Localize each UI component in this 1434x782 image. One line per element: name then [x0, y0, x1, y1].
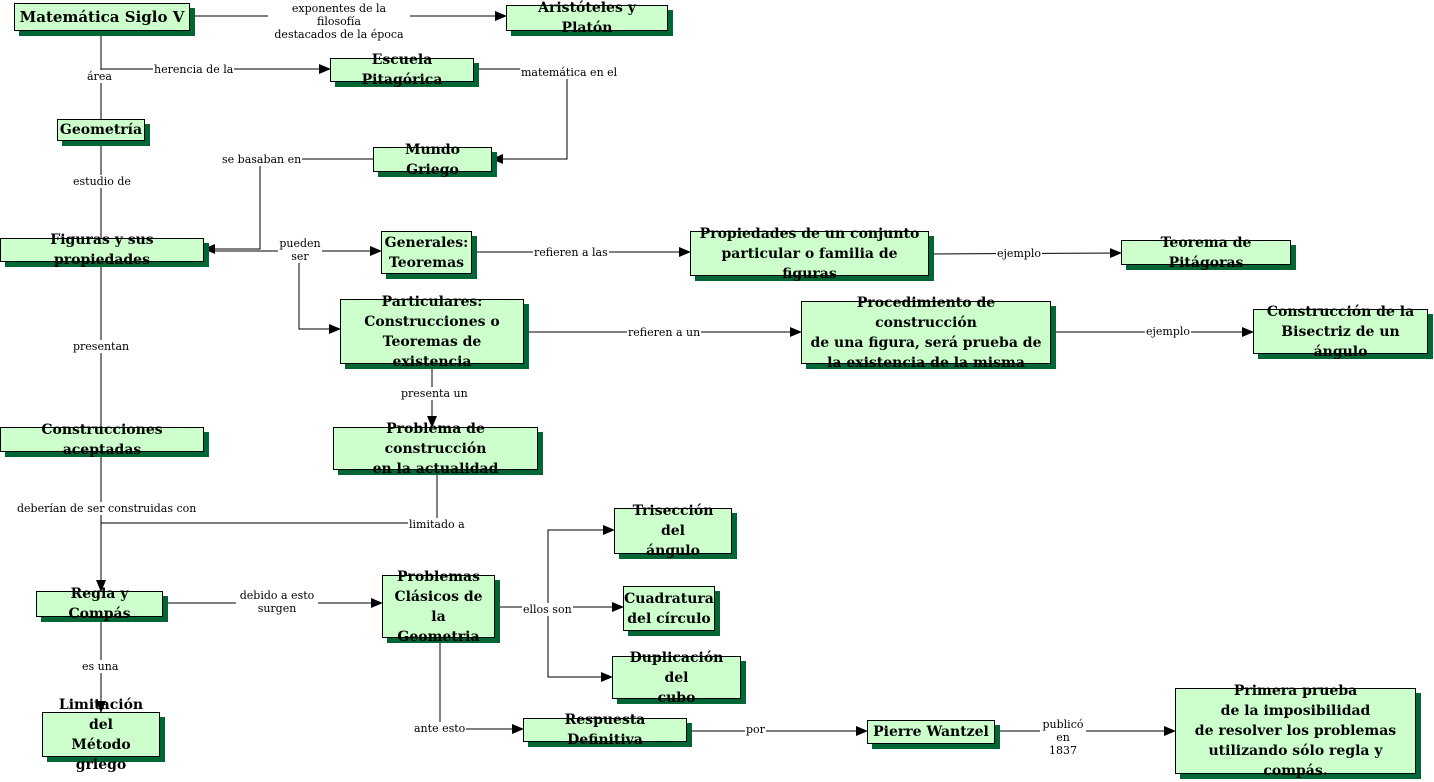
connector-matematica-en-el — [474, 68, 568, 164]
link-label-estudio-de: estudio de — [72, 175, 132, 188]
node-primera-prueba[interactable]: Primera prueba de la imposibilidad de re… — [1175, 683, 1416, 779]
link-label-se-basaban-en: se basaban en — [221, 153, 303, 166]
link-label-area: área — [86, 70, 113, 83]
link-label-herencia: herencia de la — [153, 63, 235, 76]
node-limitacion[interactable]: Limitación del Método griego — [42, 697, 160, 773]
node-construcciones-aceptadas[interactable]: Construcciones aceptadas — [0, 422, 204, 458]
node-problema-construccion[interactable]: Problema de construcción en la actualida… — [333, 421, 538, 477]
connector-se-basaban-en — [203, 158, 373, 254]
link-label-exponentes: exponentes de la filosofía destacados de… — [268, 2, 410, 41]
node-triseccion[interactable]: Trisección del ángulo — [614, 503, 732, 559]
link-label-ellos-son: ellos son — [522, 603, 573, 616]
node-respuesta-definitiva[interactable]: Respuesta Definitiva — [523, 712, 687, 748]
node-duplicacion[interactable]: Duplicación del cubo — [612, 650, 741, 706]
connector-pueden-ser-2 — [298, 262, 341, 334]
link-label-deberian: deberían de ser construidas con — [16, 502, 198, 515]
node-pierre-wantzel[interactable]: Pierre Wantzel — [867, 720, 995, 744]
link-label-limitado-a: limitado a — [408, 518, 466, 531]
node-regla-compas[interactable]: Regla y Compás — [36, 586, 163, 622]
node-propiedades-conjunto[interactable]: Propiedades de un conjunto particular o … — [690, 226, 929, 282]
node-mundo-griego[interactable]: Mundo Griego — [373, 142, 492, 178]
link-label-presenta-un: presenta un — [400, 387, 469, 400]
node-escuela-pitagorica[interactable]: Escuela Pitagórica — [330, 52, 474, 88]
node-procedimiento-construccion[interactable]: Procedimiento de construcción de una fig… — [801, 295, 1051, 371]
connector-ellos-son-triseccion — [547, 525, 615, 607]
link-label-presentan: presentan — [72, 340, 131, 353]
link-label-refieren-a-un: refieren a un — [627, 326, 702, 339]
link-label-refieren-a-las: refieren a las — [533, 246, 609, 259]
node-matematica-siglo-v[interactable]: Matemática Siglo V — [14, 3, 190, 31]
node-construccion-bisectriz[interactable]: Construcción de la Bisectriz de un ángul… — [1253, 304, 1428, 360]
link-label-pueden-ser: pueden ser — [278, 237, 322, 263]
link-label-ante-esto: ante esto — [413, 722, 467, 735]
node-teorema-pitagoras[interactable]: Teorema de Pitágoras — [1121, 235, 1291, 271]
link-label-matematica-en-el: matemática en el — [520, 66, 619, 79]
link-label-ejemplo-2: ejemplo — [1145, 325, 1192, 338]
link-label-por: por — [745, 723, 766, 736]
node-aristoteles-platon[interactable]: Aristóteles y Platón — [506, 0, 668, 36]
connector-ellos-son-duplicacion — [547, 607, 613, 682]
link-label-debido-a-esto: debido a esto surgen — [236, 589, 318, 615]
node-figuras-propiedades[interactable]: Figuras y sus propiedades — [0, 232, 204, 268]
node-cuadratura[interactable]: Cuadratura del círculo — [623, 586, 715, 631]
link-label-ejemplo-1: ejemplo — [996, 247, 1043, 260]
node-geometria[interactable]: Geometría — [57, 119, 145, 141]
node-particulares[interactable]: Particulares: Construcciones o Teoremas … — [340, 294, 524, 370]
node-problemas-clasicos[interactable]: Problemas Clásicos de la Geometria — [382, 569, 495, 645]
link-label-es-una: es una — [81, 660, 120, 673]
connector-ante-esto — [439, 638, 524, 734]
node-generales-teoremas[interactable]: Generales: Teoremas — [381, 231, 472, 274]
link-label-publico: publicó en 1837 — [1040, 718, 1086, 757]
